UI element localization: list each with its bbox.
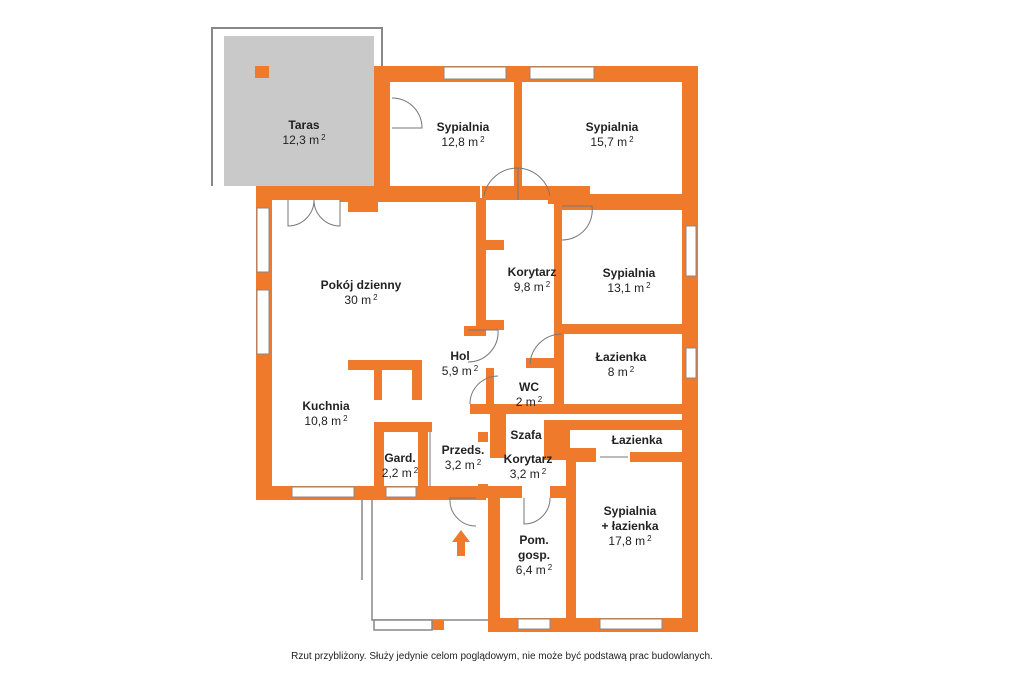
room-name: Korytarz xyxy=(507,265,557,279)
room-name: Sypialnia + łazienka xyxy=(601,504,659,533)
room-name: Taras xyxy=(288,118,320,132)
room-name: Pokój dzienny xyxy=(320,278,402,292)
room-name: WC xyxy=(519,380,539,394)
room-name: Pom. gosp. xyxy=(518,533,550,562)
room-name: Szafa xyxy=(510,428,542,442)
terrace-area xyxy=(224,36,374,186)
entrance-arrow-icon xyxy=(452,530,470,556)
room-label-szafa: Szafa xyxy=(504,428,548,443)
room-name: Sypialnia xyxy=(602,266,656,280)
room-name: Przeds. xyxy=(441,443,485,457)
room-name: Korytarz xyxy=(503,452,553,466)
room-name: Hol xyxy=(450,349,470,363)
room-name: Kuchnia xyxy=(302,399,350,413)
terrace-outline xyxy=(211,27,383,186)
room-name: Sypialnia xyxy=(585,120,639,134)
entrance-porch xyxy=(361,500,488,631)
windows xyxy=(256,66,697,630)
disclaimer-text: Rzut przybliżony. Służy jedynie celom po… xyxy=(291,651,713,662)
room-label-lazienka-2: Łazienka xyxy=(592,433,682,448)
room-name: Łazienka xyxy=(595,350,647,364)
door-swings xyxy=(287,97,628,527)
room-name: Łazienka xyxy=(611,433,663,447)
room-name: Gard. xyxy=(384,451,416,465)
room-name: Sypialnia xyxy=(436,120,490,134)
terrace-marker xyxy=(255,66,269,78)
